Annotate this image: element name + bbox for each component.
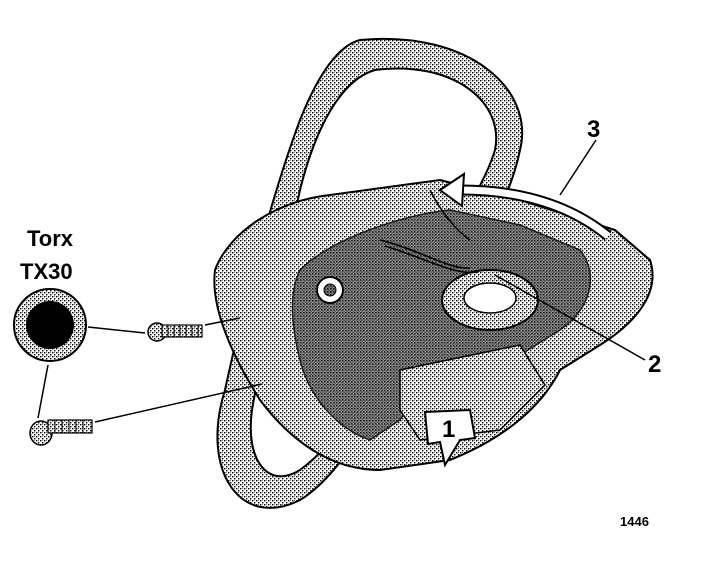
torx-socket-icon [13, 288, 87, 362]
callout-2: 2 [648, 351, 662, 378]
callout-3: 3 [587, 116, 601, 143]
callout-leaders [494, 139, 646, 361]
arrow-1 [423, 408, 477, 468]
tool-name-label: Torx [27, 226, 74, 251]
figure-number: 1446 [620, 514, 649, 529]
screw-axis-lines [94, 317, 263, 423]
airbag-wiring [379, 189, 479, 274]
callout-1: 1 [442, 416, 456, 443]
screw-lower [29, 419, 93, 446]
tool-size-label: TX30 [20, 259, 73, 284]
arrow-3 [438, 172, 612, 241]
tool-leaders [37, 326, 146, 419]
screw-upper [147, 322, 203, 342]
steering-wheel-rim [216, 37, 524, 509]
